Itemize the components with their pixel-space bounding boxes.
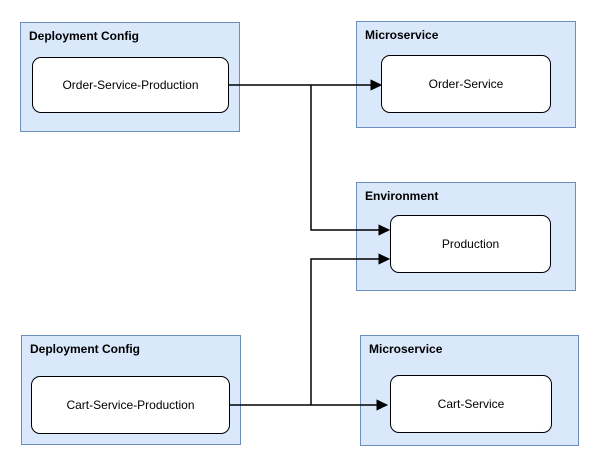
group-label: Microservice [369, 342, 443, 356]
group-label: Environment [365, 189, 439, 203]
node-label: Cart-Service-Production [66, 398, 195, 412]
node-order-service: Order-Service [381, 55, 551, 113]
node-order-service-production: Order-Service-Production [32, 57, 229, 113]
group-label: Microservice [365, 28, 439, 42]
node-label: Production [441, 237, 500, 251]
node-label: Cart-Service [437, 397, 505, 411]
group-label: Deployment Config [29, 29, 139, 43]
node-cart-service-production: Cart-Service-Production [31, 376, 230, 434]
node-cart-service: Cart-Service [390, 375, 552, 433]
node-production: Production [390, 215, 551, 273]
node-label: Order-Service-Production [62, 78, 199, 92]
node-label: Order-Service [428, 77, 504, 91]
group-label: Deployment Config [30, 342, 140, 356]
